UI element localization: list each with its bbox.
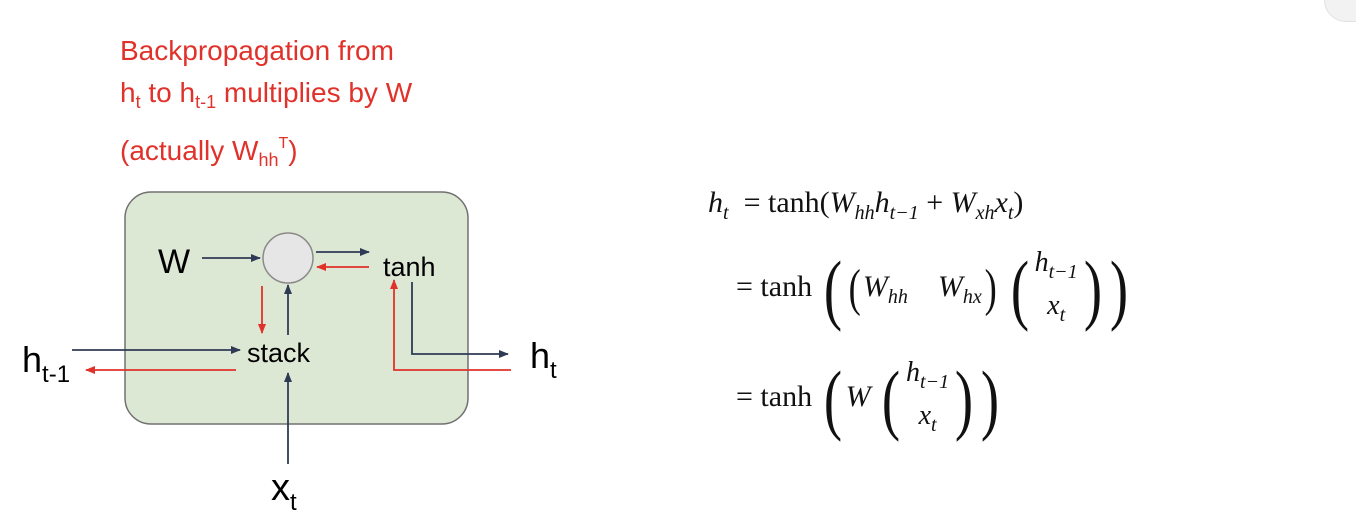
rnn-cell-box bbox=[124, 191, 469, 425]
note-line-1: Backpropagation from bbox=[120, 35, 394, 66]
x-in-label: xt bbox=[271, 467, 297, 516]
h-out-label: ht bbox=[530, 335, 557, 384]
backprop-note: Backpropagation from ht to ht-1 multipli… bbox=[120, 30, 412, 181]
ht-to-tanh-backprop-arrow bbox=[390, 279, 511, 371]
tanh-to-ht-arrow bbox=[411, 282, 509, 358]
h-prev-label: ht-1 bbox=[22, 339, 70, 388]
w-label: W bbox=[158, 243, 190, 281]
tanh-label: tanh bbox=[383, 252, 436, 282]
equation-line-1: ht = tanh(Whhht−1 + Wxhxt) bbox=[708, 186, 1024, 224]
note-line-3: (actually WhhT) bbox=[120, 135, 298, 170]
multiply-node bbox=[262, 232, 314, 284]
note-line-2: ht to ht-1 multiplies by W bbox=[120, 77, 413, 112]
stack-label: stack bbox=[247, 338, 311, 368]
